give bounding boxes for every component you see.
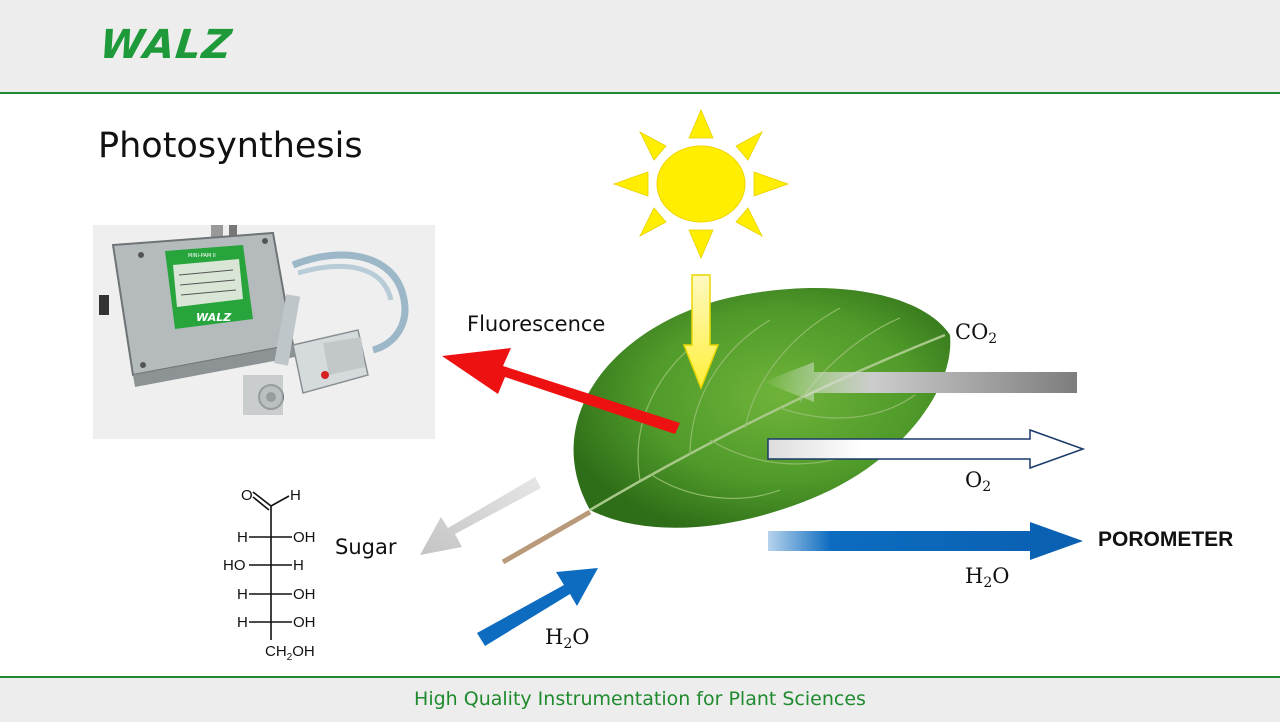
sugar-arrow — [420, 477, 541, 555]
chem-r2-left: HO — [223, 557, 246, 574]
chem-r4-right: OH — [293, 614, 316, 631]
fluorescence-label: Fluorescence — [467, 312, 605, 336]
h2o-out-arrow — [768, 522, 1083, 560]
porometer-label: POROMETER — [1098, 528, 1233, 552]
chem-r3-left: H — [237, 586, 248, 603]
o2-label: O2 — [965, 468, 991, 495]
chem-r2-right: H — [293, 557, 304, 574]
chem-r1-right: OH — [293, 529, 316, 546]
co2-label: CO2 — [955, 320, 997, 347]
chem-r3-right: OH — [293, 586, 316, 603]
sun-icon — [614, 110, 788, 258]
chem-r1-left: H — [237, 529, 248, 546]
footer-bar: High Quality Instrumentation for Plant S… — [0, 676, 1280, 722]
glucose-structure: O H H OH HO H H OH H OH CH2OH — [215, 480, 335, 665]
chem-bottom: CH2OH — [265, 643, 315, 663]
h2o-in-label: H2O — [545, 625, 589, 652]
chem-r4-left: H — [237, 614, 248, 631]
chem-top-h: H — [290, 487, 301, 504]
sugar-label: Sugar — [335, 535, 396, 559]
chem-top-o: O — [241, 487, 253, 504]
h2o-out-label: H2O — [965, 564, 1009, 591]
footer-tagline: High Quality Instrumentation for Plant S… — [0, 688, 1280, 710]
